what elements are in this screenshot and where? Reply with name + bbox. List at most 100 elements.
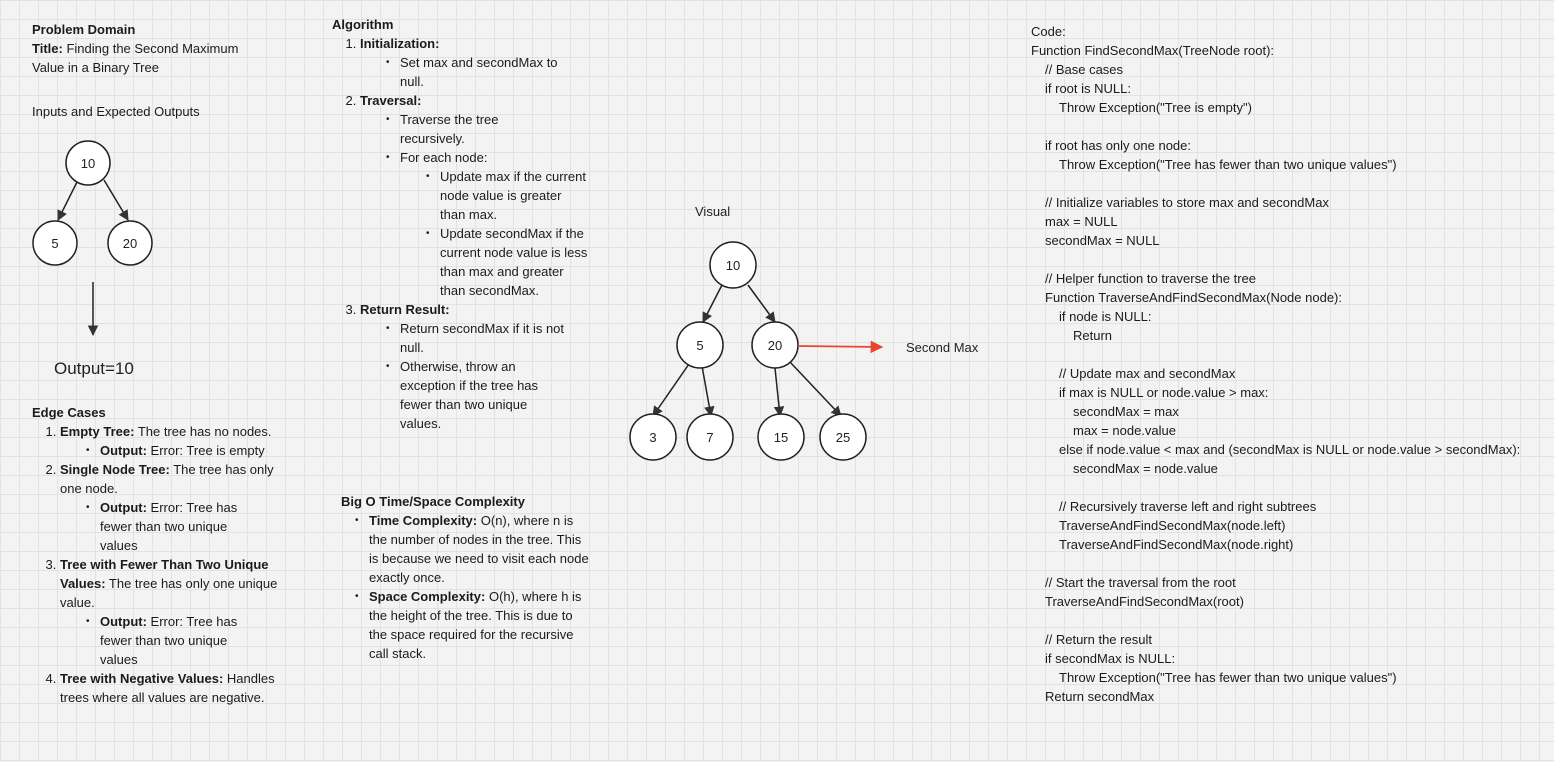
visual-edge [652, 363, 690, 417]
code-block: Function FindSecondMax(TreeNode root): //… [1031, 41, 1551, 706]
code-line: // Start the traversal from the root [1045, 575, 1236, 590]
visual-edge [773, 367, 785, 418]
code-line: if secondMax is NULL: [1045, 651, 1176, 666]
input-node-label: 20 [123, 236, 137, 251]
space-complexity: Space Complexity: O(h), where h is the h… [355, 587, 594, 663]
time-complexity: Time Complexity: O(n), where n is the nu… [355, 511, 594, 587]
code-line: if root is NULL: [1045, 81, 1131, 96]
code-line: // Helper function to traverse the tree [1045, 271, 1256, 286]
code-line [1031, 174, 1551, 193]
step-bullet: Otherwise, throw an exception if the tre… [386, 357, 560, 433]
code-line: Throw Exception("Tree has fewer than two… [1059, 157, 1397, 172]
code-line: if node is NULL: [1059, 309, 1152, 324]
visual-node-7 [686, 413, 734, 461]
code-line: if max is NULL or node.value > max: [1059, 385, 1269, 400]
edge-cases-heading: Edge Cases [32, 405, 106, 420]
step-bullet: For each node: Update max if the current… [386, 148, 590, 300]
visual-node-5 [676, 321, 724, 369]
code-line [1031, 478, 1551, 497]
edge-case-text: Handles trees where all values are negat… [60, 671, 275, 705]
visual-node-label: 10 [726, 258, 740, 273]
edge-case-output: Output: Error: Tree has fewer than two u… [86, 612, 250, 669]
visual-tree [629, 241, 867, 461]
edge-case-label: Single Node Tree: [60, 462, 170, 477]
code-line: // Recursively traverse left and right s… [1059, 499, 1317, 514]
code-line [1031, 117, 1551, 136]
second-max-arrow [797, 340, 884, 354]
edge-case-item: Tree with Negative Values: Handles trees… [60, 669, 280, 707]
code-line: secondMax = node.value [1073, 461, 1218, 476]
code-line: Function TraverseAndFindSecondMax(Node n… [1045, 290, 1342, 305]
visual-node-15 [757, 413, 805, 461]
algorithm-heading: Algorithm [332, 17, 394, 32]
problem-domain-section: Problem Domain Title: Finding the Second… [32, 20, 272, 121]
algorithm-step: Initialization: Set max and secondMax to… [360, 34, 592, 91]
edge-case-label: Tree with Fewer Than Two Unique Values: [60, 557, 269, 591]
visual-node-label: 3 [649, 430, 656, 445]
output-text: Error: Tree has fewer than two unique va… [100, 500, 238, 553]
io-heading: Inputs and Expected Outputs [32, 104, 200, 119]
edge-cases-section: Edge Cases Empty Tree: The tree has no n… [32, 403, 292, 707]
code-line: // Base cases [1045, 62, 1124, 77]
complexity-section: Big O Time/Space Complexity Time Complex… [341, 492, 601, 663]
code-line: TraverseAndFindSecondMax(node.left) [1059, 518, 1286, 533]
output-label: Output: [100, 443, 147, 458]
step-label: Traversal: [360, 93, 422, 108]
second-max-label: Second Max [906, 340, 979, 355]
input-tree [32, 140, 153, 337]
edge-case-item: Empty Tree: The tree has no nodes. Outpu… [60, 422, 280, 460]
edge-case-output: Output: Error: Tree is empty [86, 441, 270, 460]
input-edge-left [57, 179, 79, 221]
code-line [1031, 250, 1551, 269]
code-line: Function FindSecondMax(TreeNode root): [1031, 43, 1275, 58]
edge-case-label: Tree with Negative Values: [60, 671, 224, 686]
visual-node-label: 7 [706, 430, 713, 445]
code-line: TraverseAndFindSecondMax(node.right) [1059, 537, 1294, 552]
output-text: Error: Tree has fewer than two unique va… [100, 614, 238, 667]
visual-node-3 [629, 413, 677, 461]
algorithm-section: Algorithm Initialization: Set max and se… [332, 15, 592, 433]
code-line [1031, 345, 1551, 364]
step-bullet: Traverse the tree recursively. [386, 110, 520, 148]
edge-case-output: Output: Error: Tree has fewer than two u… [86, 498, 250, 555]
complexity-heading: Big O Time/Space Complexity [341, 494, 525, 509]
code-line: secondMax = max [1073, 404, 1179, 419]
output-label: Output: [100, 500, 147, 515]
algorithm-step: Return Result: Return secondMax if it is… [360, 300, 592, 433]
title-label: Title: [32, 41, 63, 56]
visual-edge [702, 284, 723, 323]
visual-node-label: 5 [696, 338, 703, 353]
visual-node-label: 25 [836, 430, 850, 445]
edge-case-text: The tree has only one node. [60, 462, 274, 496]
output-label: Output: [100, 614, 147, 629]
code-line [1031, 554, 1551, 573]
code-line: Throw Exception("Tree is empty") [1059, 100, 1252, 115]
input-node-20 [107, 220, 153, 266]
step-bullet: Set max and secondMax to null. [386, 53, 580, 91]
step-sub-bullet: Update max if the current node value is … [426, 167, 590, 224]
code-line: // Initialize variables to store max and… [1045, 195, 1329, 210]
code-line: Throw Exception("Tree has fewer than two… [1059, 670, 1397, 685]
input-node-5 [32, 220, 78, 266]
code-line [1031, 611, 1551, 630]
edge-case-label: Empty Tree: [60, 424, 135, 439]
problem-title: Title: Finding the Second Maximum Value … [32, 39, 272, 77]
input-edge-right [103, 179, 129, 221]
code-line: // Update max and secondMax [1059, 366, 1236, 381]
code-line: Return [1073, 328, 1113, 343]
edge-case-text: The tree has no nodes. [137, 424, 272, 439]
visual-node-25 [819, 413, 867, 461]
input-node-label: 10 [81, 156, 95, 171]
code-line: if root has only one node: [1045, 138, 1191, 153]
code-line: max = node.value [1073, 423, 1176, 438]
step-bullet-text: For each node: [400, 150, 488, 165]
code-line: Return secondMax [1045, 689, 1155, 704]
time-complexity-label: Time Complexity: [369, 513, 478, 528]
time-complexity-text: O(n), where n is the number of nodes in … [369, 513, 589, 585]
title-text: Finding the Second Maximum Value in a Bi… [32, 41, 239, 75]
input-node-10 [65, 140, 111, 186]
edge-cases-list: Empty Tree: The tree has no nodes. Outpu… [32, 422, 280, 707]
algorithm-steps: Initialization: Set max and secondMax to… [332, 34, 592, 433]
edge-case-item: Single Node Tree: The tree has only one … [60, 460, 280, 555]
output-text: Output=10 [54, 359, 134, 378]
